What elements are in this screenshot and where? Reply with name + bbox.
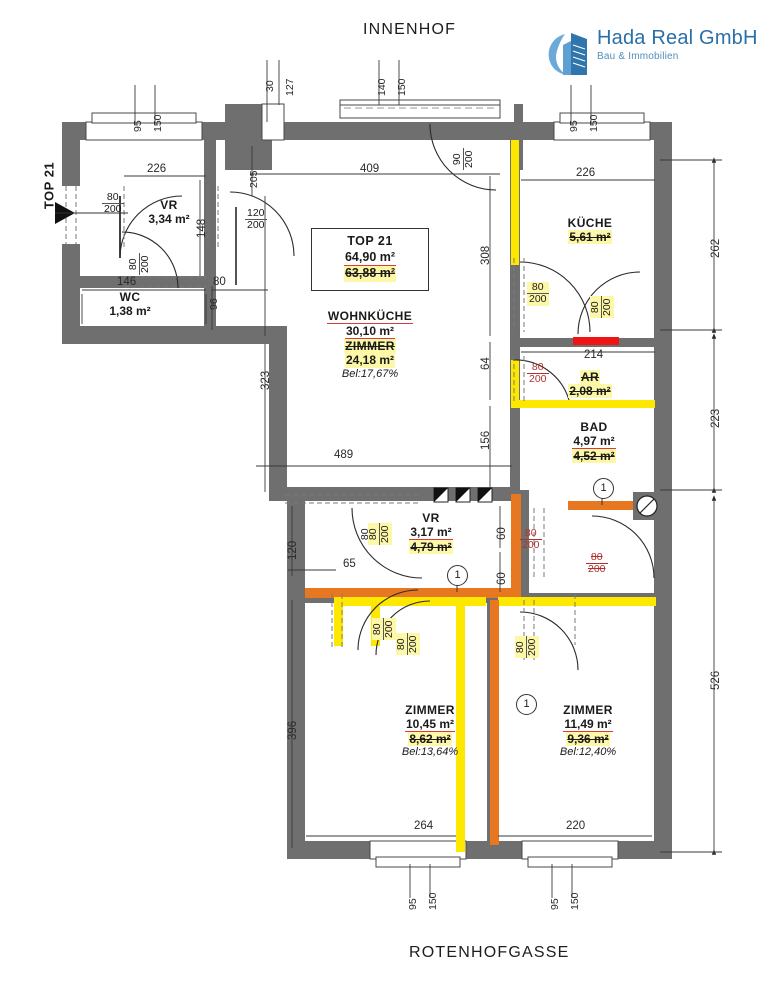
dim-308: 308 bbox=[480, 245, 492, 265]
opening-80-200-zimmer-l: 80 200 bbox=[371, 618, 396, 640]
opening-80-200-entrance: 80 200 bbox=[102, 191, 124, 216]
unit-area-secondary: 63,88 m² bbox=[343, 266, 397, 282]
dim-146: 146 bbox=[117, 276, 137, 288]
unit-title: TOP 21 bbox=[347, 234, 393, 248]
dim-bottom-150-l: 150 bbox=[427, 892, 439, 910]
dim-top-95-right: 95 bbox=[568, 120, 580, 132]
room-vr-mid: VR 3,17 m² 4,79 m² bbox=[409, 511, 453, 555]
dim-226-right: 226 bbox=[576, 167, 596, 179]
opening-80-200-zimmer-l2: 80 200 bbox=[395, 633, 420, 655]
dim-top-150: 150 bbox=[396, 78, 408, 96]
dim-60-a: 60 bbox=[496, 527, 508, 540]
dim-262: 262 bbox=[710, 238, 722, 258]
dim-bottom-95-r: 95 bbox=[549, 898, 561, 910]
room-kueche: KÜCHE 5,61 m² bbox=[567, 216, 613, 245]
dim-top-150-left: 150 bbox=[152, 114, 164, 132]
dim-323: 323 bbox=[260, 370, 272, 390]
room-ar: AR 2,08 m² bbox=[568, 370, 612, 399]
dim-64: 64 bbox=[480, 357, 492, 370]
label-top21-side: TOP 21 bbox=[41, 161, 57, 210]
building-icon bbox=[548, 33, 587, 75]
dim-120: 120 bbox=[287, 540, 299, 560]
opening-80-200-ar: 80 200 bbox=[527, 361, 549, 386]
logo-company-name: Hada Real GmbH bbox=[597, 27, 758, 49]
dim-top-150-right: 150 bbox=[588, 114, 600, 132]
unit-info-box: TOP 21 64,90 m² 63,88 m² bbox=[311, 228, 429, 291]
dim-80-wc: 80 bbox=[213, 276, 226, 288]
dim-220: 220 bbox=[566, 820, 586, 832]
dim-264: 264 bbox=[414, 820, 434, 832]
logo-tagline: Bau & Immobilien bbox=[597, 51, 679, 62]
dim-214: 214 bbox=[584, 349, 604, 361]
unit-area-primary: 64,90 m² bbox=[343, 250, 397, 267]
dim-96: 96 bbox=[208, 298, 220, 310]
dim-top-95-left: 95 bbox=[132, 120, 144, 132]
label-innenhof: INNENHOF bbox=[363, 21, 457, 38]
room-zimmer-left: ZIMMER 10,45 m² 8,62 m² Bel:13,64% bbox=[401, 703, 459, 759]
opening-90-200-loggia: 90 200 bbox=[451, 148, 476, 170]
dim-409: 409 bbox=[360, 163, 380, 175]
dim-226-left: 226 bbox=[147, 163, 167, 175]
dim-60-b: 60 bbox=[496, 572, 508, 585]
opening-80-200-bad: 80 200 bbox=[520, 527, 542, 552]
room-wohnkueche: WOHNKÜCHE 30,10 m² ZIMMER 24,18 m² Bel:1… bbox=[326, 309, 414, 380]
label-rotenhofgasse: ROTENHOFGASSE bbox=[409, 944, 570, 961]
dim-bottom-95-l: 95 bbox=[407, 898, 419, 910]
dim-148: 148 bbox=[196, 218, 208, 238]
opening-80-200-zimmer-r: 80 200 bbox=[514, 636, 539, 658]
marker-circle-1-bad: 1 bbox=[593, 478, 614, 499]
marker-circle-1-zimmer: 1 bbox=[516, 694, 537, 715]
room-vr-top: VR 3,34 m² bbox=[148, 198, 190, 227]
dim-205: 205 bbox=[248, 170, 260, 188]
room-bad: BAD 4,97 m² 4,52 m² bbox=[572, 420, 616, 464]
dim-396: 396 bbox=[287, 720, 299, 740]
dim-top-30: 30 bbox=[264, 80, 276, 92]
opening-80-200-right: 80 200 bbox=[586, 551, 608, 576]
opening-80-200-wc: 80 200 bbox=[127, 253, 152, 275]
dim-top-140: 140 bbox=[376, 78, 388, 96]
dim-526: 526 bbox=[710, 670, 722, 690]
marker-circle-1-vr: 1 bbox=[447, 565, 468, 586]
opening-120-200-vr: 120 200 bbox=[245, 207, 267, 232]
dim-489: 489 bbox=[334, 449, 354, 461]
dim-65: 65 bbox=[343, 558, 356, 570]
dim-top-127: 127 bbox=[284, 78, 296, 96]
room-zimmer-right: ZIMMER 11,49 m² 9,36 m² Bel:12,40% bbox=[559, 703, 617, 759]
opening-80-200-vrmid-b: 80 200 bbox=[367, 523, 392, 545]
dim-223: 223 bbox=[710, 408, 722, 428]
company-logo: Hada Real GmbH Bau & Immobilien bbox=[543, 27, 758, 82]
opening-80-200-kueche-r: 80 200 bbox=[589, 296, 614, 318]
room-wc: WC 1,38 m² bbox=[109, 290, 151, 319]
dim-156: 156 bbox=[480, 430, 492, 450]
dim-bottom-150-r: 150 bbox=[569, 892, 581, 910]
opening-80-200-kueche-l: 80 200 bbox=[527, 281, 549, 306]
